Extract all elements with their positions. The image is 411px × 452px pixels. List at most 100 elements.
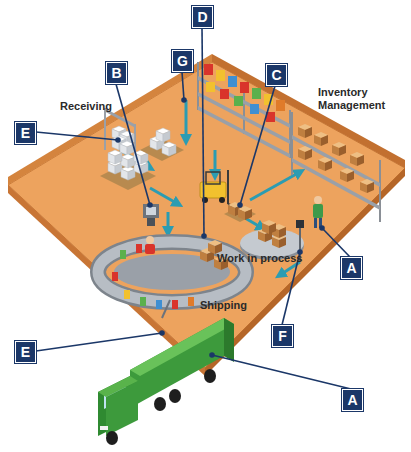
warehouse-worker <box>313 196 323 228</box>
conveyor-loop <box>98 242 246 302</box>
computer-terminal <box>147 218 155 226</box>
delivery-truck <box>169 389 181 403</box>
flow-arrows <box>167 212 170 232</box>
leader-line <box>148 203 152 207</box>
callout-box: B <box>106 62 127 84</box>
conveyor-loop <box>140 297 146 306</box>
storage-rack <box>234 96 243 106</box>
leader-line <box>116 84 150 205</box>
warehouse-floor <box>205 168 405 376</box>
computer-terminal <box>146 207 156 215</box>
conveyor-loop <box>98 242 246 302</box>
forklift <box>219 197 225 203</box>
receiving-crane <box>104 108 106 150</box>
inventory-shelves <box>298 124 312 138</box>
storage-rack <box>240 82 249 93</box>
leader-line <box>116 138 120 142</box>
conveyor-loop <box>162 300 170 318</box>
callout-letter: E <box>21 126 30 140</box>
inventory-shelves <box>340 168 354 182</box>
receiving-pallets <box>108 150 122 164</box>
callout-box: C <box>266 64 287 86</box>
area-label: Shipping <box>200 299 270 312</box>
warehouse-worker <box>313 204 323 218</box>
conveyor-loop <box>145 244 155 254</box>
scanner-pole <box>296 220 304 228</box>
storage-rack <box>198 106 290 158</box>
computer-terminal <box>143 204 159 226</box>
storage-rack <box>220 89 229 99</box>
callout-letter: C <box>271 68 281 82</box>
callout-letter: A <box>346 261 356 275</box>
conveyor-loop <box>188 297 194 306</box>
leader-line <box>36 333 162 351</box>
conveyor-loop <box>112 272 118 281</box>
warehouse-floor <box>212 54 405 168</box>
warehouse-worker <box>314 196 322 204</box>
inventory-shelves <box>360 179 374 193</box>
turntable <box>262 220 276 234</box>
delivery-truck <box>106 431 118 445</box>
leader-line <box>36 28 351 389</box>
inventory-shelves <box>298 146 312 160</box>
callout-letter: G <box>177 54 188 68</box>
leader-line <box>322 228 350 257</box>
receiving-pallets <box>156 128 170 142</box>
leader-line <box>320 226 324 230</box>
callout-box: E <box>15 122 36 144</box>
leader-line <box>182 98 186 102</box>
leader-line <box>160 331 164 335</box>
warehouse-floor <box>8 54 212 185</box>
flow-arrows <box>185 100 188 140</box>
storage-rack <box>216 70 225 81</box>
storage-rack <box>289 110 291 158</box>
leader-line <box>238 203 242 207</box>
storage-rack <box>204 64 213 75</box>
inventory-shelves <box>292 112 380 222</box>
leader-line <box>202 234 206 238</box>
conveyor-loop <box>172 300 178 309</box>
storage-rack <box>250 104 259 114</box>
forklift <box>238 206 252 220</box>
receiving-pallets <box>100 128 184 190</box>
storage-rack <box>198 62 290 158</box>
inventory-shelves <box>332 142 346 156</box>
receiving-crane <box>105 110 135 126</box>
inventory-shelves <box>379 160 381 222</box>
callout-box: F <box>272 325 293 347</box>
storage-rack <box>206 82 215 92</box>
area-label: Receiving <box>60 100 140 113</box>
area-label: Work in process <box>217 252 317 265</box>
storage-rack <box>198 92 290 144</box>
leader-line <box>240 86 275 205</box>
delivery-truck <box>106 381 138 436</box>
storage-rack <box>252 88 261 99</box>
leader-line <box>210 353 214 357</box>
conveyor-loop <box>124 290 130 299</box>
storage-rack <box>197 62 199 110</box>
forklift <box>206 172 220 184</box>
inventory-shelves <box>318 157 332 171</box>
callout-letter: D <box>197 10 207 24</box>
receiving-pallets <box>121 154 135 168</box>
leader-line <box>182 72 184 100</box>
conveyor-loop <box>146 236 154 244</box>
flow-arrows <box>250 172 300 200</box>
conveyor-loop <box>156 300 162 309</box>
conveyor-loop <box>208 240 222 254</box>
area-label: Inventory Management <box>318 86 408 111</box>
inventory-shelves <box>291 112 293 175</box>
callout-letter: E <box>21 345 30 359</box>
delivery-truck <box>130 318 234 376</box>
delivery-truck <box>98 318 234 445</box>
leader-line <box>212 355 351 389</box>
delivery-truck <box>154 397 166 411</box>
delivery-truck <box>224 318 234 362</box>
flow-arrows <box>150 188 178 204</box>
callout-box: A <box>341 257 362 279</box>
inventory-shelves <box>350 152 364 166</box>
inventory-shelves <box>292 158 380 210</box>
callout-box: A <box>342 389 363 411</box>
